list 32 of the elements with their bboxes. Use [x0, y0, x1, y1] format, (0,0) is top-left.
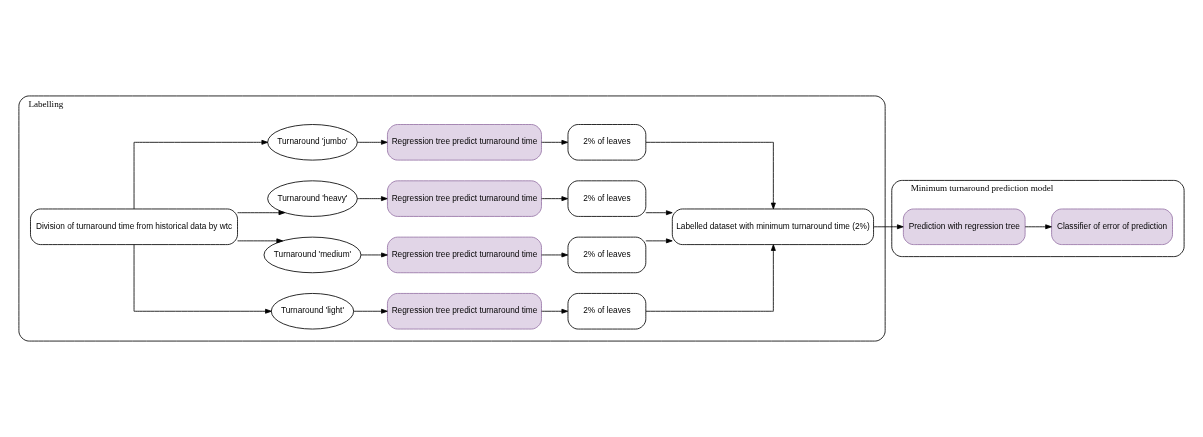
arrow — [237, 210, 286, 216]
node-box: Labelled dataset with minimum turnaround time (2%) — [671, 208, 874, 245]
node-box: Regression tree predict turnaround time — [387, 180, 542, 217]
node-box: Regression tree predict turnaround time — [387, 236, 542, 274]
arrow — [541, 139, 569, 145]
arrow — [353, 308, 388, 314]
node-box: Classifier of error of prediction — [1051, 208, 1173, 245]
arrow — [1024, 224, 1052, 230]
arrow — [645, 141, 776, 210]
arrow — [356, 139, 388, 145]
node-box: 2% of leaves — [567, 293, 647, 330]
arrow — [133, 244, 272, 314]
arrow — [541, 252, 569, 258]
arrow — [360, 252, 388, 258]
node-box: Division of turnaround time from historical data by wtc — [30, 208, 238, 245]
node-ellipse: Turnaround 'jumbo' — [267, 124, 358, 161]
node-ellipse: Turnaround 'light' — [270, 293, 355, 330]
arrow — [541, 308, 569, 314]
node-box: 2% of leaves — [567, 180, 647, 217]
node-box: Regression tree predict turnaround time — [387, 124, 542, 161]
arrow — [645, 244, 776, 312]
arrow — [541, 196, 569, 202]
node-box: 2% of leaves — [567, 124, 647, 161]
node-box: Regression tree predict turnaround time — [387, 293, 542, 330]
node-box: 2% of leaves — [567, 236, 647, 274]
arrow — [237, 238, 284, 244]
arrow — [873, 224, 904, 230]
node-box: Prediction with regression tree — [902, 208, 1026, 245]
arrow — [645, 210, 673, 216]
arrow — [645, 238, 673, 244]
arrow — [133, 139, 269, 210]
arrow — [356, 196, 388, 202]
